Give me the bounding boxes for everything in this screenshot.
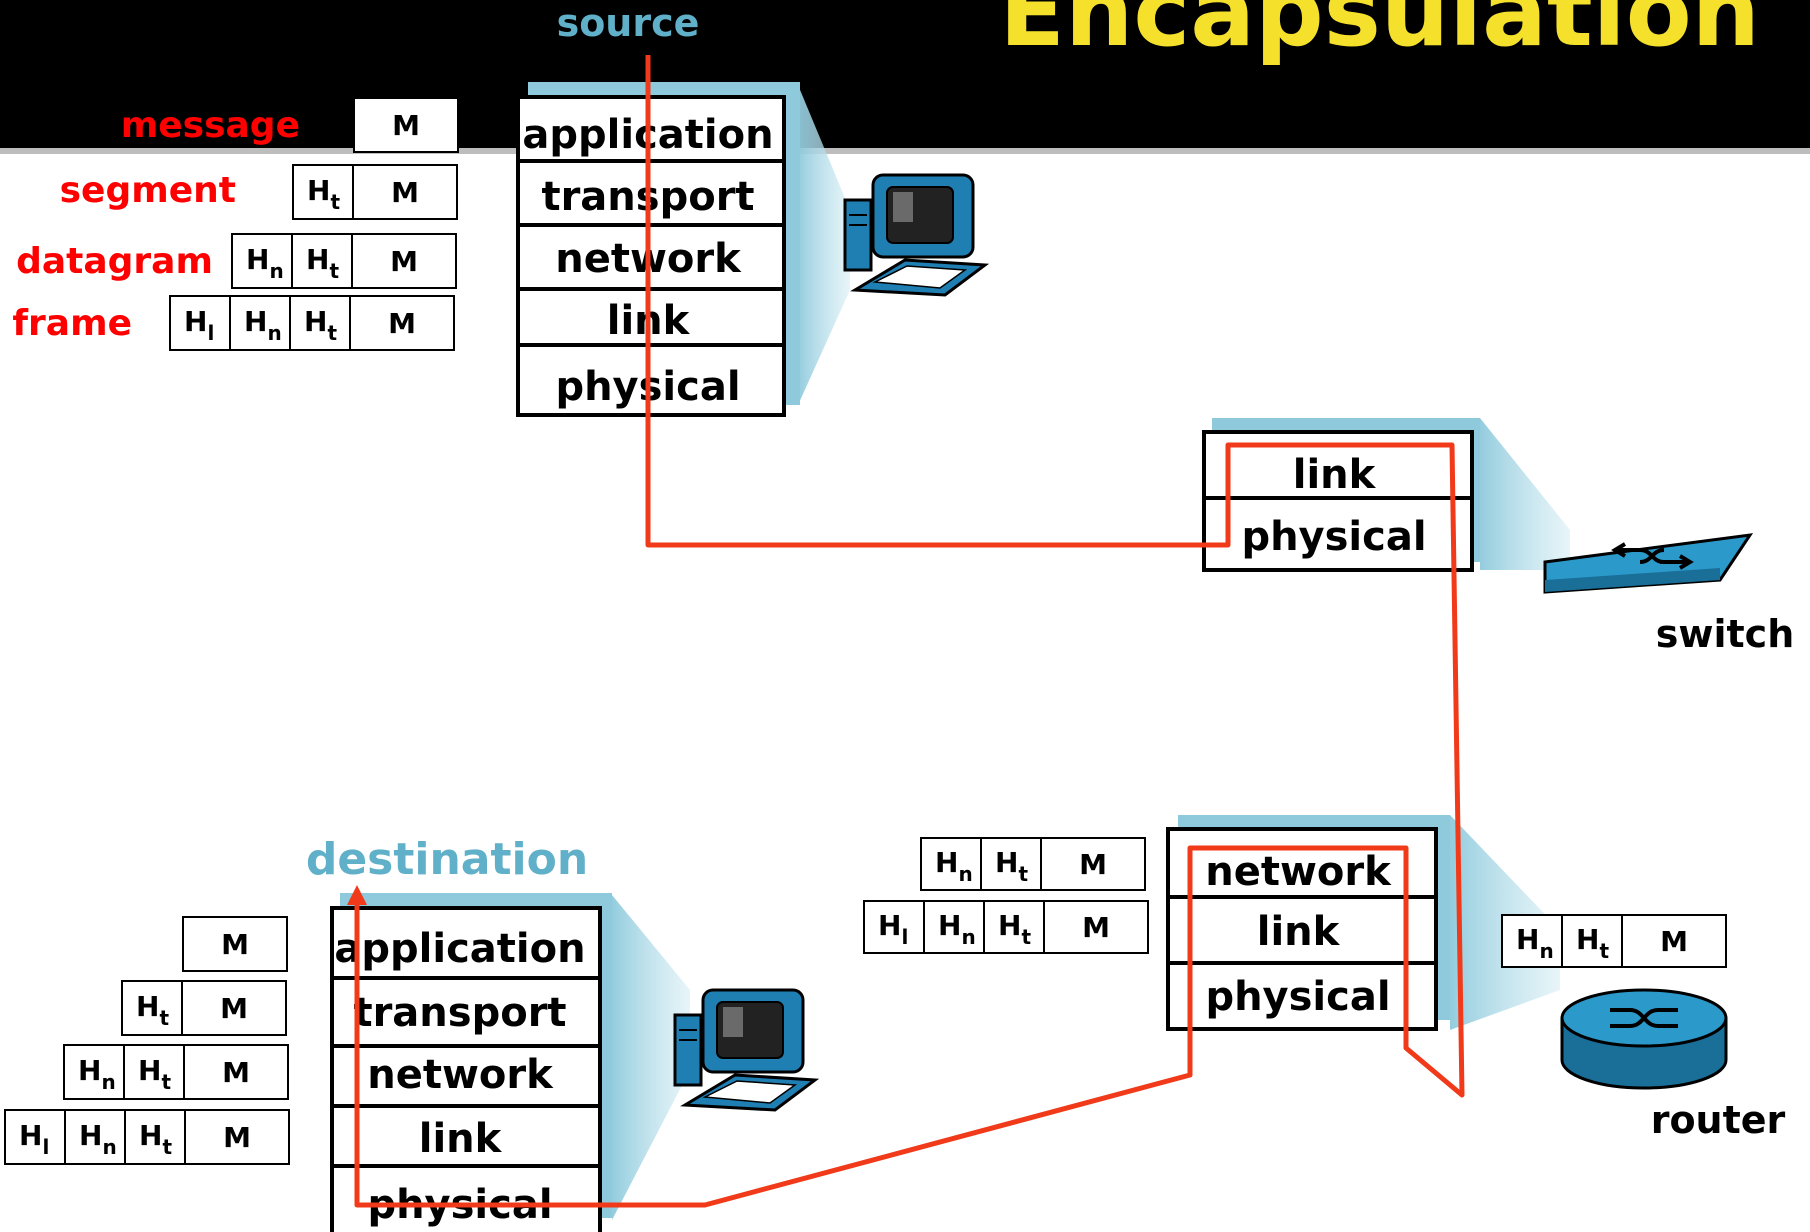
packet-header-box-l <box>863 900 925 954</box>
router-layer-physical <box>1166 961 1438 1031</box>
switch-protocol-stack: link physical <box>1202 430 1474 572</box>
source-host: application transport network link physi… <box>516 82 990 417</box>
destination-protocol-stack: application transport network link physi… <box>330 906 602 1232</box>
packet-diagrams: MMHtMHtHnMHtHnHlMMHtMHtHnMHtHnHlMHtHnMHt… <box>4 97 1727 1165</box>
data-path-arrowhead <box>347 885 367 905</box>
packet-payload-label: M <box>391 176 419 209</box>
switch-label-physical: physical <box>1241 514 1426 560</box>
data-path <box>354 55 1465 1208</box>
source-protocol-stack: application transport network link physi… <box>516 95 786 417</box>
router-label: router <box>1651 1098 1786 1142</box>
switch-layer-physical <box>1202 496 1474 572</box>
packet-message: M <box>353 97 459 153</box>
packet-payload-box <box>181 980 287 1036</box>
packet-payload-label: M <box>220 992 248 1025</box>
packet-header-box-n <box>1501 914 1563 968</box>
pdu-label-frame: frame <box>12 303 132 344</box>
switch-beam <box>1480 418 1570 570</box>
switch-icon <box>1543 533 1754 594</box>
router-node: network link physical router <box>1166 815 1786 1142</box>
packet-dest-segment: MHt <box>121 980 287 1036</box>
packet-header-box-t <box>1561 914 1623 968</box>
destination-label-application: application <box>334 926 585 972</box>
router-icon <box>1560 988 1728 1090</box>
packet-payload-box <box>1043 900 1149 954</box>
packet-header-box-t <box>983 900 1045 954</box>
destination-host: application transport network link physi… <box>330 893 820 1232</box>
switch-label-link: link <box>1293 452 1377 498</box>
packet-payload-label: M <box>223 1121 251 1154</box>
packet-header-box-t <box>292 164 354 220</box>
destination-layer-application <box>330 906 602 980</box>
title-bar-underline <box>0 148 1810 154</box>
packet-payload-label: M <box>388 307 416 340</box>
packet-payload-box <box>351 233 457 289</box>
packet-dest-message: M <box>182 916 288 972</box>
packet-payload-label: M <box>1079 848 1107 881</box>
source-layer-network <box>516 223 786 291</box>
packet-payload-box <box>1040 837 1146 891</box>
router-label-physical: physical <box>1205 974 1390 1020</box>
packet-header-box-n <box>231 233 293 289</box>
packet-payload-label: M <box>390 245 418 278</box>
packet-header-box-t <box>291 233 353 289</box>
computer-icon <box>843 173 990 297</box>
computer-icon <box>673 988 820 1112</box>
pdu-label-segment: segment <box>60 170 236 211</box>
packet-payload-box <box>1621 914 1727 968</box>
packet-header-box-t <box>124 1109 186 1165</box>
packet-payload-label: M <box>222 1056 250 1089</box>
packet-header-box-n <box>63 1044 125 1100</box>
source-beam <box>798 85 850 405</box>
source-label: source <box>557 1 700 45</box>
packet-segment: MHt <box>292 164 458 220</box>
packet-payload-box <box>352 164 458 220</box>
destination-layer-physical <box>330 1164 602 1232</box>
packet-payload-label: M <box>1082 911 1110 944</box>
destination-label: destination <box>306 834 588 885</box>
title-bar <box>0 0 1810 150</box>
packet-header-box-l <box>169 295 231 351</box>
destination-label-link: link <box>419 1116 503 1162</box>
packet-header-box-t <box>123 1044 185 1100</box>
switch-label: switch <box>1656 612 1795 656</box>
router-layer-network <box>1166 827 1438 899</box>
packet-header-box-t <box>289 295 351 351</box>
switch-node: link physical switch <box>1202 418 1795 656</box>
destination-beam <box>612 895 690 1220</box>
packet-payload-label: M <box>221 928 249 961</box>
packet-payload-label: M <box>392 109 420 142</box>
router-label-network: network <box>1205 849 1392 895</box>
packet-header-box-t <box>121 980 183 1036</box>
slide-title: Encapsulation <box>999 0 1760 68</box>
packet-payload-box <box>183 1044 289 1100</box>
source-layer-physical <box>516 343 786 417</box>
destination-label-transport: transport <box>353 990 566 1036</box>
packet-payload-label: M <box>1660 925 1688 958</box>
packet-header-box-n <box>920 837 982 891</box>
router-label-link: link <box>1257 909 1341 955</box>
packet-payload-box <box>349 295 455 351</box>
packet-header-box-l <box>4 1109 66 1165</box>
source-layer-transport <box>516 159 786 227</box>
router-protocol-stack: network link physical <box>1166 827 1438 1031</box>
pdu-label-datagram: datagram <box>16 241 213 282</box>
destination-label-network: network <box>367 1052 554 1098</box>
packet-payload-box <box>182 916 288 972</box>
packet-payload-box <box>353 97 459 153</box>
pdu-label-message: message <box>121 105 300 146</box>
